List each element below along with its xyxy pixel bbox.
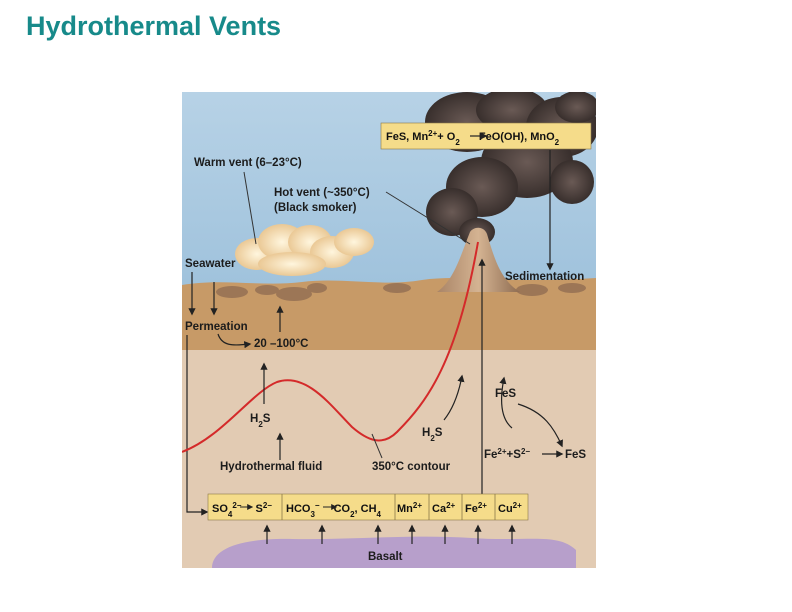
slide-title: Hydrothermal Vents xyxy=(26,11,282,41)
h2s-right-label: H2S xyxy=(422,427,443,443)
fes-right-label: FeS xyxy=(565,449,586,461)
hot-vent-label: Hot vent (~350°C) xyxy=(274,187,370,199)
hot-vent-pointer xyxy=(385,191,471,245)
fes-curve-arrow xyxy=(517,403,563,448)
copper-ion: Cu2+ xyxy=(498,501,522,516)
hydrothermal-fluid-label: Hydrothermal fluid xyxy=(220,461,322,473)
basalt-layer xyxy=(212,536,576,568)
basalt-leach-arrows xyxy=(263,524,516,544)
fes-upper-label: FeS xyxy=(495,388,516,400)
iron-ion: Fe2+ xyxy=(465,501,487,516)
h2s-right-arrow xyxy=(443,374,465,421)
species-box xyxy=(207,493,529,521)
fes-upward-arrow xyxy=(499,376,513,429)
seawater-descent-line xyxy=(186,335,209,516)
sulfate-reduction: SO42−S2− xyxy=(212,501,272,519)
h2s-left-label: H2S xyxy=(250,413,271,429)
seawater-label: Seawater xyxy=(185,258,236,270)
species-box-dividers xyxy=(281,494,496,520)
basalt-label: Basalt xyxy=(368,551,403,563)
permeation-label: Permeation xyxy=(185,321,248,333)
contour-350C xyxy=(182,241,479,453)
temperature-range-label: 20 –100°C xyxy=(254,338,308,350)
permeation-arrow xyxy=(217,333,252,349)
seafloor-rocks xyxy=(216,283,586,301)
bicarbonate-reduction: HCO3−CO2, CH4 xyxy=(286,501,382,519)
contour-pointer xyxy=(371,433,383,459)
crust-region xyxy=(182,350,596,568)
oxidation-reaction: FeS, Mn2++ O2 FeO(OH), MnO2 xyxy=(386,129,560,147)
fe-reaction: Fe2++S2− xyxy=(484,447,530,462)
black-smoker-label: (Black smoker) xyxy=(274,202,357,214)
contour-label: 350°C contour xyxy=(372,461,451,473)
warm-vent-pointer xyxy=(243,171,257,245)
warm-vent-label: Warm vent (6–23°C) xyxy=(194,157,302,169)
warm-vent-plume xyxy=(235,224,374,276)
calcium-ion: Ca2+ xyxy=(432,501,456,516)
hydrothermal-vent-diagram: FeS, Mn2++ O2 FeO(OH), MnO2 Warm vent (6… xyxy=(182,92,596,568)
sedimentation-label: Sedimentation xyxy=(505,271,584,283)
manganese-ion: Mn2+ xyxy=(397,501,422,516)
